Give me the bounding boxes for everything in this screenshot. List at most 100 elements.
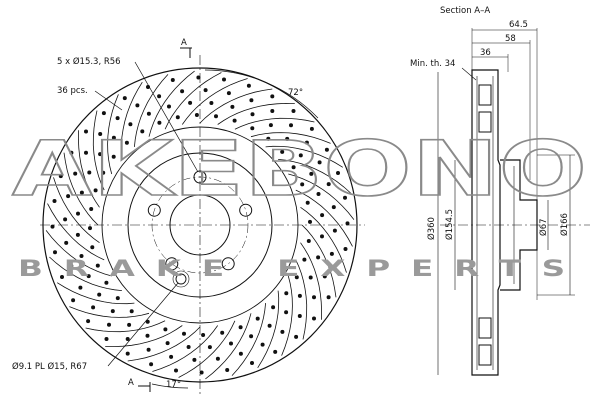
bolt-holes: [147, 170, 253, 271]
pitch-angle-label: 72°: [288, 88, 303, 98]
vent-pocket: [478, 84, 492, 106]
drill-hole: [91, 305, 96, 310]
drill-hole: [266, 136, 271, 141]
drill-hole: [249, 98, 254, 103]
disc-outer-edge: [42, 67, 358, 383]
groove: [45, 230, 112, 277]
drill-hole: [238, 325, 243, 330]
drill-hole: [124, 140, 129, 145]
drill-hole: [280, 329, 285, 334]
groove: [148, 70, 195, 137]
dia-360-label: Ø360: [426, 217, 437, 240]
disc-inner-friction-edge: [101, 126, 299, 324]
drill-hole: [291, 109, 296, 113]
drill-hole: [260, 342, 265, 347]
drill-hole: [50, 224, 55, 229]
drill-hole: [86, 274, 91, 279]
drill-hole: [317, 160, 322, 165]
drill-callout-leader: [94, 90, 123, 111]
dim-36-label: 36: [480, 48, 491, 58]
drill-hole: [111, 154, 116, 159]
drill-hole: [101, 111, 106, 116]
groove: [250, 132, 331, 144]
groove: [120, 81, 143, 160]
drill-hole: [294, 334, 299, 339]
min-thickness-label: Min. th. 34: [410, 59, 455, 69]
drill-hole: [250, 126, 255, 131]
drill-hole: [95, 263, 100, 268]
vent-pocket: [478, 317, 492, 339]
drill-hole: [308, 219, 312, 224]
drill-hole: [107, 322, 111, 327]
section-title: Section A–A: [440, 6, 490, 16]
groove: [199, 88, 273, 124]
drill-hole: [345, 221, 350, 226]
drill-hole: [222, 77, 226, 82]
drill-hole: [110, 309, 115, 314]
pin-hole-counterbore: [172, 270, 190, 288]
groove: [56, 282, 135, 305]
groove: [300, 242, 323, 320]
hat-outer-circle: [127, 152, 273, 298]
disc-section-view: [437, 28, 590, 376]
drill-hole: [97, 292, 102, 297]
groove: [92, 110, 105, 191]
drill-hole: [64, 240, 69, 245]
drill-hole: [246, 83, 251, 88]
drill-hole: [146, 347, 151, 352]
drill-hole: [270, 94, 275, 99]
bolt-hole: [221, 257, 235, 271]
bolt-hole: [239, 203, 253, 217]
drill-hole: [285, 136, 290, 141]
groove: [105, 325, 183, 348]
groove: [69, 306, 150, 318]
drill-hole: [304, 140, 309, 145]
drill-hole: [98, 152, 103, 157]
drill-hole: [170, 78, 175, 82]
friction-ring-outline: [471, 69, 501, 376]
drill-hole: [326, 182, 331, 187]
drill-hole: [297, 314, 302, 318]
drill-hole: [180, 89, 185, 94]
drill-hole: [104, 280, 109, 285]
groove: [53, 177, 100, 244]
cut-a-top-label: A: [181, 38, 187, 48]
drill-hole: [332, 228, 337, 233]
drill-hole: [125, 351, 130, 356]
vent-pocket: [478, 344, 492, 366]
drill-hole: [214, 114, 218, 119]
drill-hole: [52, 199, 57, 203]
drill-hole: [79, 254, 84, 258]
drill-hole: [122, 96, 127, 101]
drill-hole: [104, 337, 109, 341]
drill-hole: [135, 103, 140, 108]
drill-hole: [199, 370, 204, 375]
drill-hole: [336, 171, 340, 175]
groove: [265, 145, 344, 168]
drill-hole: [149, 362, 154, 367]
groove: [278, 159, 351, 194]
groove: [181, 78, 248, 125]
drill-hole: [73, 171, 78, 176]
drill-hole: [93, 188, 98, 193]
drill-hole: [320, 213, 325, 218]
groove: [281, 275, 293, 356]
drill-hole: [111, 135, 116, 140]
bolt-callout-leader: [134, 61, 199, 173]
offset-angle-label: 17°: [166, 380, 181, 390]
drill-hole: [329, 251, 334, 256]
drill-hole: [291, 165, 296, 170]
drill-hole: [157, 120, 162, 125]
dia-166-label: Ø166: [559, 213, 570, 236]
drill-hole: [273, 349, 278, 354]
groove: [63, 152, 99, 226]
drill-hole: [267, 323, 272, 328]
drill-hole: [324, 147, 329, 152]
groove: [47, 203, 105, 261]
dia-154-5-label: Ø154.5: [444, 209, 455, 240]
drill-hole: [188, 100, 193, 105]
drill-hole: [90, 245, 95, 250]
drill-hole: [53, 250, 57, 255]
drill-hole: [300, 182, 305, 187]
